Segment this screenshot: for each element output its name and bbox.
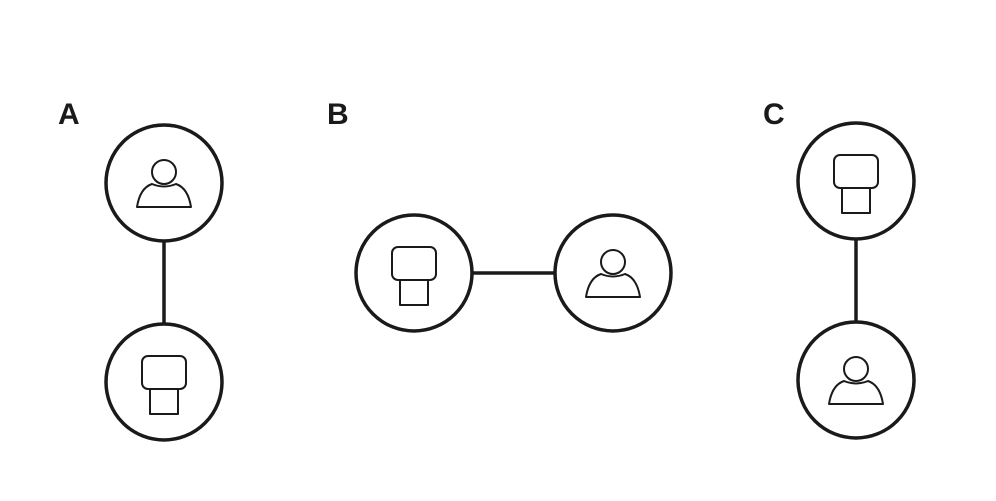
node-a-1 <box>104 123 224 243</box>
panel-c: C <box>763 98 916 440</box>
person-icon <box>585 249 641 298</box>
node-b-1 <box>354 213 474 333</box>
device-icon <box>141 355 187 415</box>
node-c-1 <box>796 121 916 241</box>
panel-a: A <box>58 98 224 442</box>
device-icon <box>833 154 879 214</box>
person-icon <box>828 356 884 405</box>
panel-b: B <box>327 98 673 333</box>
node-c-2 <box>796 320 916 440</box>
node-a-2 <box>104 322 224 442</box>
panel-label-c: C <box>763 98 785 131</box>
node-b-2 <box>553 213 673 333</box>
person-icon <box>136 159 192 208</box>
device-icon <box>391 246 437 306</box>
panel-label-b: B <box>327 98 349 131</box>
panel-label-a: A <box>58 98 80 131</box>
